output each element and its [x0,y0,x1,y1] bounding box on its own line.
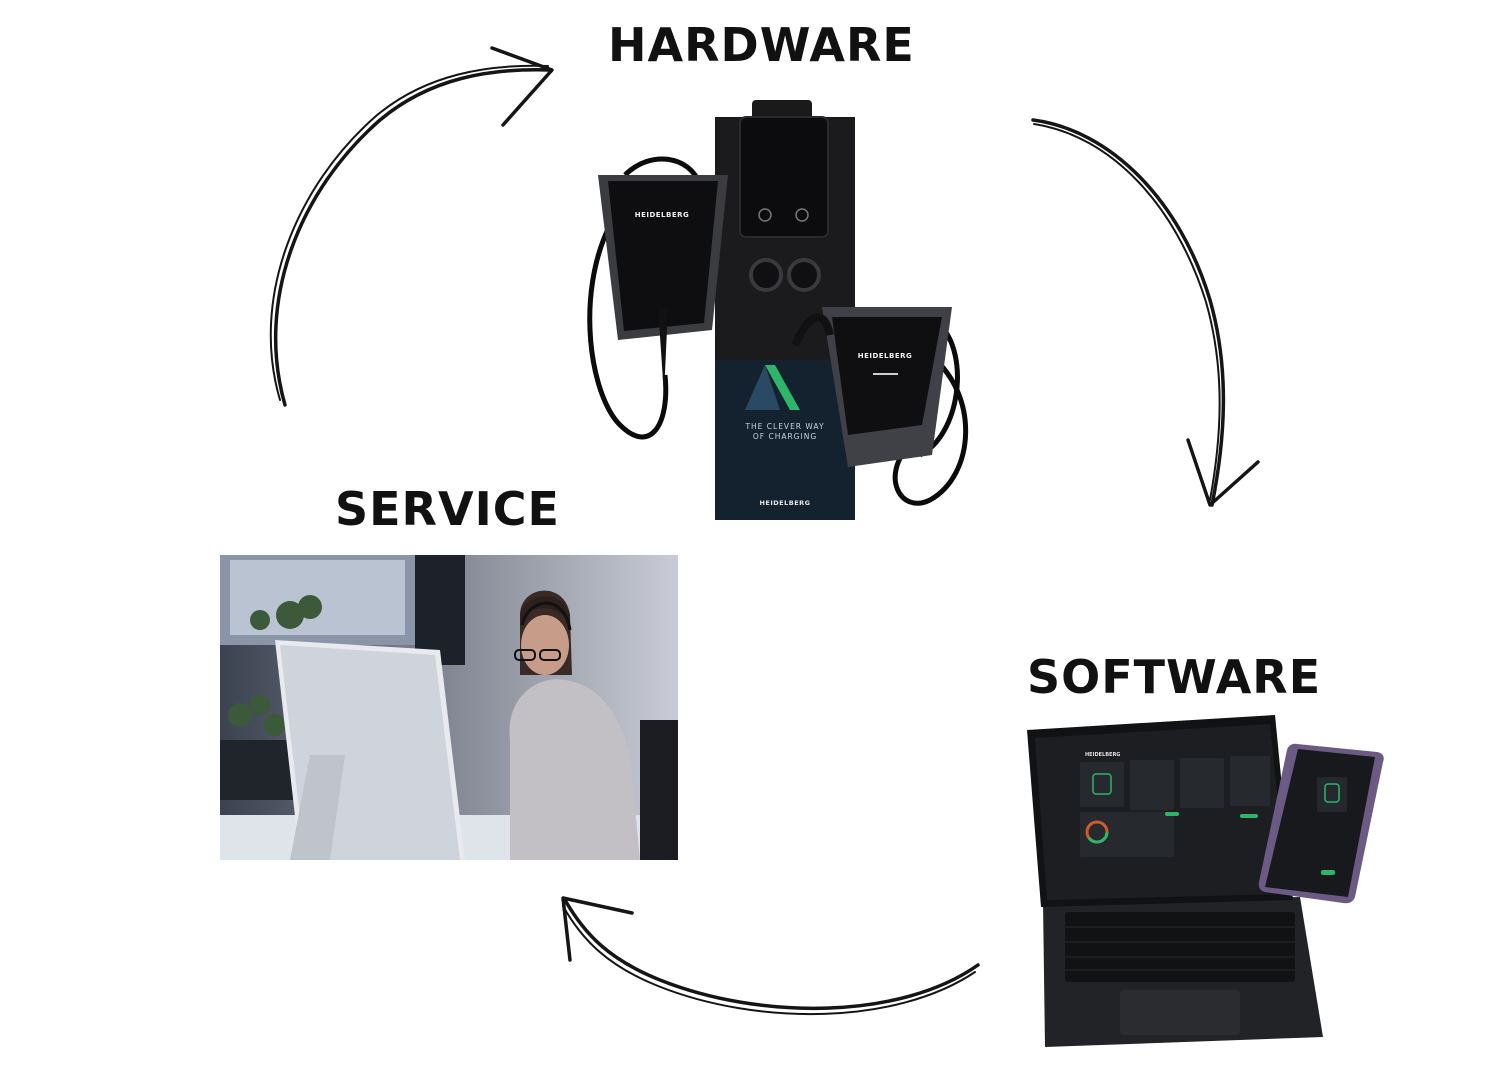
hardware-illustration: THE CLEVER WAY OF CHARGING HEIDELBERG HE… [587,100,969,520]
service-label: SERVICE [335,482,560,536]
arrow-software-to-service-icon [561,896,980,1016]
arrow-service-to-hardware-icon [269,46,554,407]
service-photo [220,555,678,860]
hardware-label: HARDWARE [608,18,915,72]
arrow-hardware-to-software-icon [1031,118,1260,507]
computer-monitor [275,640,465,860]
wallbox-right: HEIDELBERG [791,307,952,467]
pillar-slogan-line-2: OF CHARGING [753,432,817,441]
wallbox-left-logo-text: HEIDELBERG [635,211,690,219]
wallbox-right-logo-text: HEIDELBERG [858,352,913,360]
pillar-logo-text: HEIDELBERG [759,499,810,507]
dashboard-logo-text: HEIDELBERG [1085,752,1120,758]
wallbox-left: HEIDELBERG [598,175,728,395]
plants [228,595,322,736]
software-label: SOFTWARE [1027,650,1322,704]
smartphone [1258,743,1384,904]
charging-pillar: THE CLEVER WAY OF CHARGING HEIDELBERG [715,100,855,520]
software-illustration: HEIDELBERG [1027,715,1384,1047]
pillar-slogan-line-1: THE CLEVER WAY [744,422,824,431]
support-agent [509,590,678,860]
